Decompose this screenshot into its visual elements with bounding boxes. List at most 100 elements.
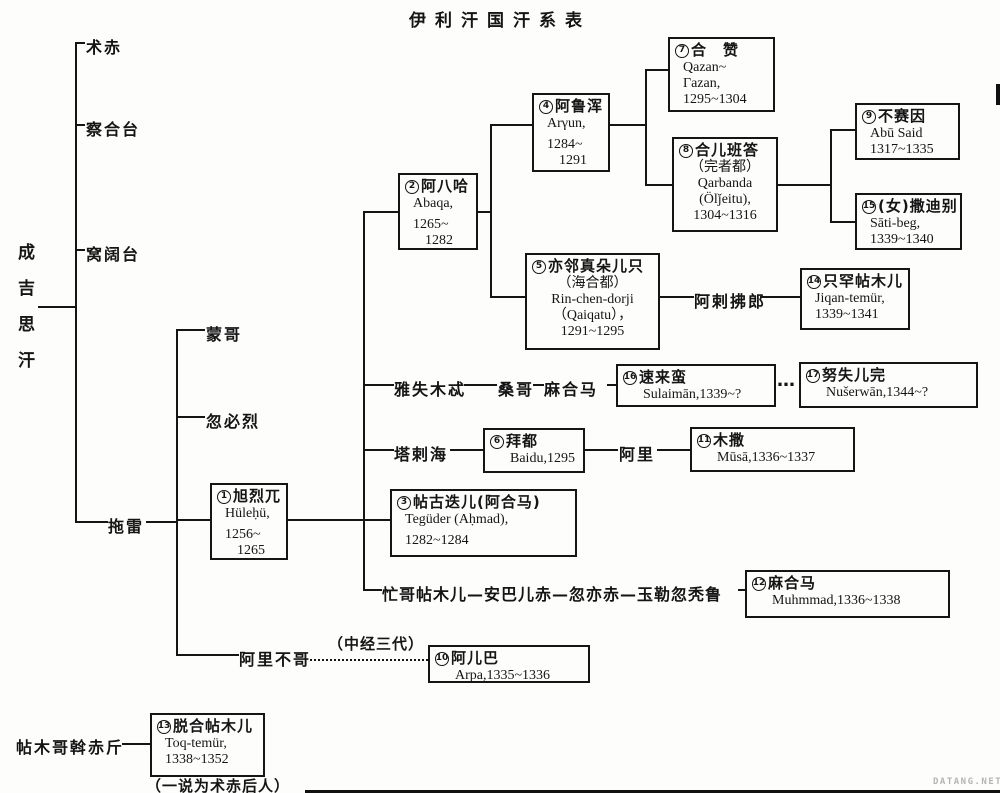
line-spine-arghun: [645, 69, 647, 186]
line-chain-left: [363, 589, 382, 591]
circled-number: 10: [435, 651, 449, 666]
circled-number: 14: [807, 274, 821, 289]
line-to-box5: [490, 296, 525, 298]
khan-alias-cn: （海合都）: [557, 276, 628, 291]
khan-latin: Jiqan-temür,: [815, 291, 885, 306]
khan-name-cn: 阿八哈: [421, 177, 470, 195]
khan-latin: Toq-temür,: [165, 736, 227, 751]
line-mahema-right: [607, 384, 616, 386]
khan-name-cn: 速来蛮: [639, 368, 688, 386]
circled-number: 4: [539, 99, 553, 114]
khan-years: Mūsā,1336~1337: [717, 450, 816, 465]
khan-years: 1284~: [547, 137, 583, 152]
line-ogedei: [75, 249, 85, 251]
label-alafulang: 阿剌拂郎: [694, 292, 767, 311]
khan-years: 1339~1340: [870, 232, 934, 247]
scan-artifact-bottom: [305, 790, 1000, 793]
label-note: （一说为术赤后人）: [146, 777, 291, 793]
khan-latin: Sāti-beg,: [870, 216, 921, 231]
label-chagatai: 察合台: [86, 120, 141, 139]
line-talahai-left: [363, 449, 394, 451]
line-tolui-b: [146, 521, 176, 523]
khan-latin: Qarbanda: [697, 176, 753, 191]
line-kublai: [176, 416, 205, 418]
scan-artifact-right: [996, 84, 1000, 105]
khan-years: 1317~1335: [870, 142, 934, 157]
circled-number: 2: [405, 179, 419, 194]
khan-name-cn: 只罕帖木儿: [823, 272, 904, 290]
khan-alias-cn: （完者都）: [690, 160, 760, 175]
line-box2-to-spine4: [478, 211, 490, 213]
dotted-line-three-generations: [310, 659, 428, 661]
line-ariq-boke: [176, 654, 239, 656]
khan-years: Baidu,1295: [510, 451, 575, 466]
line-talahai-right: [450, 449, 483, 451]
khan-years: 1339~1341: [815, 307, 879, 322]
khan-name-cn: 脱合帖木儿: [173, 717, 254, 735]
line-spine-genghis: [75, 42, 77, 523]
label-juchi: 术赤: [86, 38, 123, 57]
circled-number: 13: [157, 719, 171, 734]
khan-years: 1265: [237, 543, 265, 558]
circled-number: 8: [679, 143, 693, 158]
line-to-box8: [645, 184, 672, 186]
label-zhongjing: （中经三代）: [328, 635, 425, 653]
label-sangge: 桑哥: [498, 380, 535, 399]
line-to-box7: [645, 69, 668, 71]
circled-number: 15: [862, 199, 876, 214]
khan-name-cn: 帖古迭儿(阿合马): [413, 493, 541, 511]
khan-name-cn: 亦邻真朵儿只: [548, 257, 645, 275]
label-ogedei: 窝阔台: [86, 245, 141, 264]
khan-latin: Abū Said: [870, 126, 923, 141]
khan-years: 1256~: [225, 527, 261, 542]
khan-latin: （Qaiqatu），: [552, 308, 633, 323]
line-alafulang-right: [760, 296, 800, 298]
label-kublai: 忽必烈: [206, 412, 261, 431]
khan-years: Nušerwān,1344~?: [826, 385, 929, 400]
khan-latin: Rin-chen-dorji: [551, 292, 634, 307]
khan-latin: Qazan~: [683, 60, 727, 75]
khan-box-15-sati-beg: 15(女)撒迪别 Sāti-beg, 1339~1340: [855, 193, 962, 250]
khan-latin: Arγun,: [547, 116, 586, 131]
line-mongke: [176, 329, 205, 331]
page-title: 伊利汗国汗系表: [409, 11, 591, 31]
line-box1-to-spine3: [288, 519, 363, 521]
line-spine-oljeitu: [830, 129, 832, 223]
khan-name-cn: (女)撒迪别: [878, 197, 958, 215]
label-mahema: 麻合马: [544, 380, 599, 399]
watermark: DATANG.NET: [933, 777, 1000, 787]
line-yashimut-right: [464, 384, 497, 386]
line-yashimut-left: [363, 384, 394, 386]
line-box6-right: [585, 449, 618, 451]
circled-number: 9: [862, 109, 876, 124]
khan-name-cn: 麻合马: [768, 574, 817, 592]
khan-years: 1291: [559, 153, 587, 168]
line-to-box9: [830, 129, 855, 131]
circled-number: 3: [397, 495, 411, 510]
khan-name-cn: 合 赞: [691, 41, 740, 59]
label-mongke: 蒙哥: [206, 325, 243, 344]
